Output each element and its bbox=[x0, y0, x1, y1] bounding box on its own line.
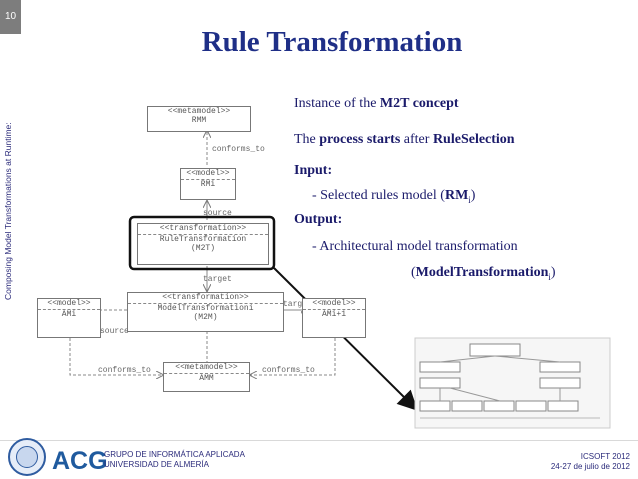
rule-transformation-box: <<transformation>> RuleTransformation (M… bbox=[137, 223, 269, 265]
target-label-2: target bbox=[283, 300, 312, 309]
pointer-arrow bbox=[273, 267, 418, 411]
amm-stereotype: <<metamodel>> bbox=[175, 363, 238, 372]
footer-conf-line1: ICSOFT 2012 bbox=[580, 452, 630, 461]
mt-name: ModelTransformationi bbox=[157, 304, 254, 313]
university-seal-icon bbox=[8, 438, 46, 476]
bullet-5: Output: bbox=[294, 212, 343, 227]
mt-kind: (M2M) bbox=[193, 313, 218, 322]
rm-name: RMi bbox=[200, 180, 216, 189]
embedded-class-diagram bbox=[414, 337, 611, 429]
rm-stereotype: <<model>> bbox=[186, 169, 230, 178]
source-label-2: source bbox=[100, 327, 129, 336]
conforms-to-line-am1 bbox=[250, 338, 336, 375]
target-label-1: target bbox=[203, 275, 232, 284]
footer-group-line1: GRUPO DE INFORMÁTICA APLICADA bbox=[104, 450, 245, 459]
amm-metamodel-box: <<metamodel>> AMM bbox=[163, 362, 250, 392]
conforms-to-label-2: conforms_to bbox=[98, 366, 151, 375]
bullet-6: - Architectural model transformation bbox=[312, 239, 518, 254]
page-number: 10 bbox=[0, 0, 21, 34]
conforms-to-label-1: conforms_to bbox=[212, 145, 265, 154]
bullet-1: Instance of the M2T concept bbox=[294, 96, 459, 111]
rt-stereotype: <<transformation>> bbox=[159, 224, 247, 233]
footer-conf-line2: 24-27 de julio de 2012 bbox=[550, 462, 630, 471]
conforms-to-line-am bbox=[69, 338, 163, 375]
am-stereotype: <<model>> bbox=[47, 299, 91, 308]
bullet-2: The process starts after RuleSelection bbox=[294, 132, 515, 147]
bullet-7: (ModelTransformationi) bbox=[411, 265, 556, 282]
am-name: AMi bbox=[61, 310, 77, 319]
rmm-name: RMM bbox=[191, 116, 207, 125]
am1-stereotype: <<model>> bbox=[312, 299, 356, 308]
am-model-box: <<model>> AMi bbox=[37, 298, 101, 338]
bullet-3: Input: bbox=[294, 163, 333, 178]
slide-title: Rule Transformation bbox=[201, 26, 463, 58]
am1-name: AMi+1 bbox=[321, 310, 346, 319]
highlight-box bbox=[128, 215, 276, 271]
left-band bbox=[0, 0, 18, 479]
footer-conference: ICSOFT 2012 24-27 de julio de 2012 bbox=[551, 452, 630, 472]
rmm-stereotype: <<metamodel>> bbox=[167, 107, 231, 116]
model-transformation-box: <<transformation>> ModelTransformationi … bbox=[127, 292, 284, 332]
amm-name: AMM bbox=[199, 374, 214, 383]
source-label-1: source bbox=[203, 209, 232, 218]
acg-logo-text: ACG bbox=[52, 447, 108, 475]
am1-model-box: <<model>> AMi+1 bbox=[302, 298, 366, 338]
footer-group: GRUPO DE INFORMÁTICA APLICADA UNIVERSIDA… bbox=[104, 450, 245, 470]
rm-model-box: <<model>> RMi bbox=[180, 168, 236, 200]
rt-name: RuleTransformation bbox=[159, 235, 247, 244]
footer-group-line2: UNIVERSIDAD DE ALMERÍA bbox=[104, 460, 209, 469]
acg-logo: ACG bbox=[52, 447, 108, 476]
footer-divider bbox=[0, 440, 638, 441]
rt-kind: (M2T) bbox=[190, 244, 215, 253]
mt-stereotype: <<transformation>> bbox=[162, 293, 249, 302]
rmm-metamodel-box: <<metamodel>> RMM bbox=[147, 106, 251, 132]
bullet-4: - Selected rules model (RMi) bbox=[312, 188, 476, 205]
conforms-to-label-3: conforms_to bbox=[262, 366, 315, 375]
